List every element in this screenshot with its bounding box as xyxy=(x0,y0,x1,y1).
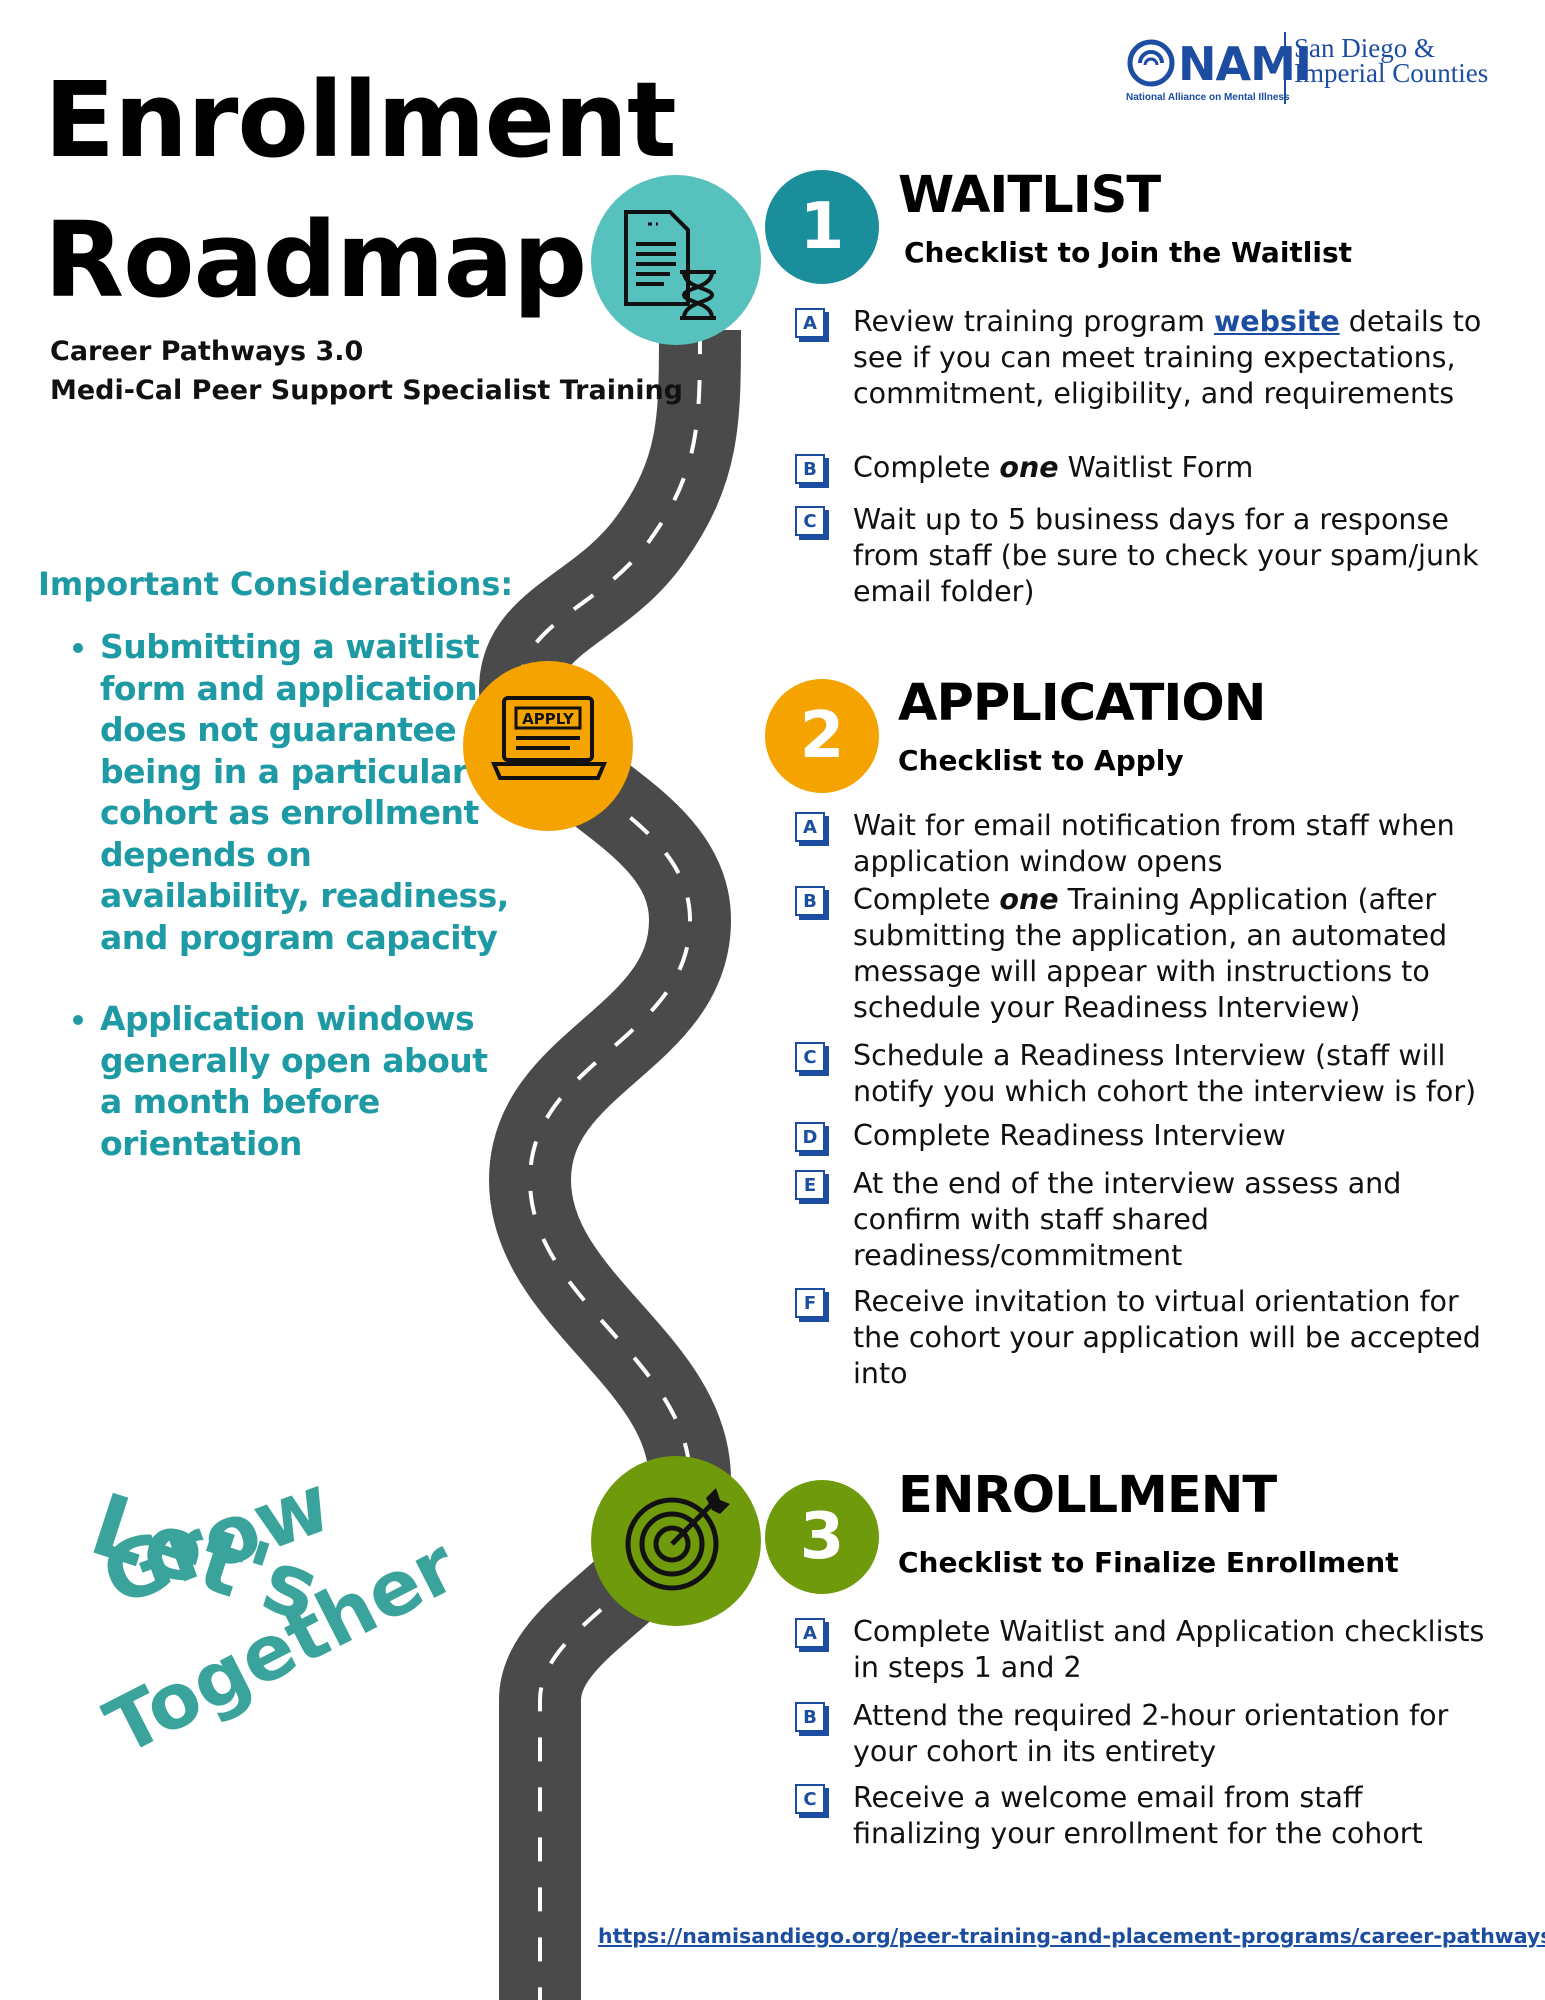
checkbox-letter: B xyxy=(795,1702,825,1732)
logo-tagline: National Alliance on Mental Illness xyxy=(1126,92,1290,103)
checklist-text: Complete Waitlist and Application checkl… xyxy=(853,1615,1485,1684)
checklist-text: Wait up to 5 business days for a respons… xyxy=(853,503,1479,608)
step-3-subtitle: Checklist to Finalize Enrollment xyxy=(898,1546,1399,1579)
checkbox-letter: C xyxy=(795,506,825,536)
checkbox-letter: B xyxy=(795,886,825,916)
checkbox-letter: C xyxy=(795,1784,825,1814)
checklist-text: Complete Readiness Interview xyxy=(853,1119,1286,1152)
step-1-subtitle: Checklist to Join the Waitlist xyxy=(904,236,1353,269)
step-1-title: WAITLIST xyxy=(898,166,1161,225)
step-3-number: 3 xyxy=(765,1480,879,1594)
subtitle-line-1: Career Pathways 3.0 xyxy=(50,336,364,367)
step-2-title: APPLICATION xyxy=(898,674,1266,733)
consideration-item: Submitting a waitlist form and applicati… xyxy=(100,626,520,958)
footer-url-link[interactable]: https://namisandiego.org/peer-training-a… xyxy=(598,1924,1545,1948)
subtitle-line-2: Medi-Cal Peer Support Specialist Trainin… xyxy=(50,375,683,406)
title-line-2: Roadmap xyxy=(44,199,587,321)
title-line-1: Enrollment xyxy=(44,59,677,181)
svg-text:APPLY: APPLY xyxy=(522,710,575,728)
logo-divider xyxy=(1284,32,1286,104)
website-link[interactable]: website xyxy=(1213,305,1340,338)
nami-logo: NAMI National Alliance on Mental Illness… xyxy=(1122,30,1522,110)
checklist-text: Attend the required 2-hour orientation f… xyxy=(853,1699,1449,1768)
step-1-number: 1 xyxy=(765,170,879,284)
page-title: Enrollment Roadmap xyxy=(44,50,677,330)
lets-grow-together-slogan: Let's Grow Together xyxy=(80,1456,471,1770)
page-subtitle: Career Pathways 3.0 Medi-Cal Peer Suppor… xyxy=(50,332,683,410)
checklist-text: Complete one Training Application (after… xyxy=(853,883,1448,1024)
checkbox-letter: F xyxy=(795,1288,825,1318)
considerations-list: Submitting a waitlist form and applicati… xyxy=(56,626,520,1204)
checkbox-letter: A xyxy=(795,308,825,338)
logo-region-line-2: Imperial Counties xyxy=(1294,58,1489,88)
nami-swirl-icon xyxy=(1127,39,1175,87)
checkbox-letter: C xyxy=(795,1042,825,1072)
step-1-icon-circle xyxy=(591,175,761,345)
step-3-title: ENROLLMENT xyxy=(898,1466,1277,1525)
document-hourglass-icon xyxy=(624,210,716,320)
step-2-number: 2 xyxy=(765,679,879,793)
checkbox-letter: A xyxy=(795,1618,825,1648)
checklist-text: Wait for email notification from staff w… xyxy=(853,809,1455,878)
checklist-text: Receive a welcome email from staff final… xyxy=(853,1781,1423,1850)
checkbox-letter: E xyxy=(795,1170,825,1200)
target-arrow-icon xyxy=(625,1488,730,1591)
logo-region-line-1: San Diego & xyxy=(1294,33,1435,63)
checklist-text: Receive invitation to virtual orientatio… xyxy=(853,1285,1481,1390)
checkbox-letter: A xyxy=(795,812,825,842)
logo-region: San Diego & Imperial Counties xyxy=(1294,33,1489,88)
considerations-heading: Important Considerations: xyxy=(38,565,514,603)
laptop-apply-icon: APPLY xyxy=(490,696,608,780)
checkbox-letter: D xyxy=(795,1122,825,1152)
checklist-text: Review training program website details … xyxy=(853,305,1482,410)
checklist-text: At the end of the interview assess and c… xyxy=(853,1167,1402,1272)
checklist-text: Complete one Waitlist Form xyxy=(853,451,1254,484)
checkbox-letter: B xyxy=(795,454,825,484)
checklist-text: Schedule a Readiness Interview (staff wi… xyxy=(853,1039,1477,1108)
consideration-item: Application windows generally open about… xyxy=(100,998,520,1164)
logo-wordmark: NAMI xyxy=(1178,37,1312,91)
step-2-subtitle: Checklist to Apply xyxy=(898,744,1184,777)
